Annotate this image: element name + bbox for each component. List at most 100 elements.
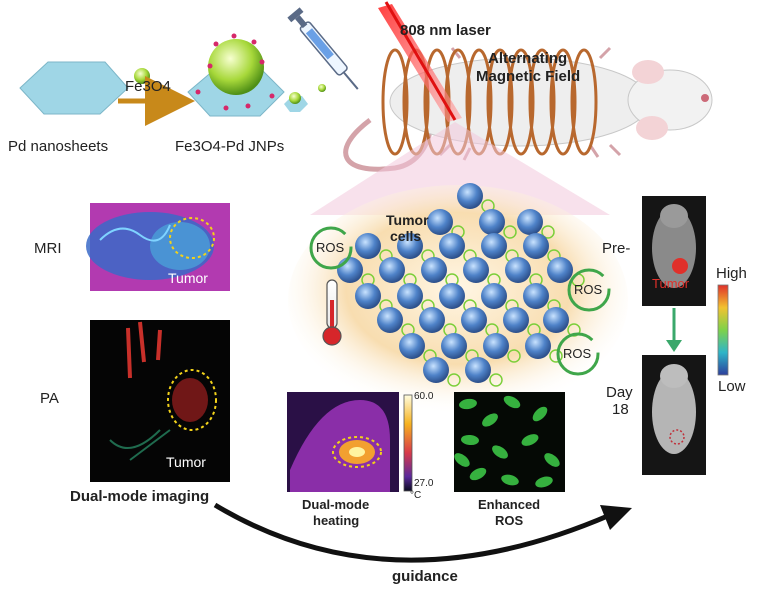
tumor-cell bbox=[419, 307, 445, 333]
guidance-label: guidance bbox=[392, 568, 458, 585]
tumor-cells-label-1: Tumor bbox=[386, 212, 429, 228]
imaging-section-label: Dual-mode imaging bbox=[70, 488, 210, 505]
tumor-cell bbox=[379, 257, 405, 283]
day-label-1: Day bbox=[606, 384, 633, 401]
tumor-cell bbox=[421, 257, 447, 283]
day-label-2: 18 bbox=[612, 401, 629, 418]
tumor-cells-cluster bbox=[337, 183, 585, 387]
tumor-cell bbox=[465, 357, 491, 383]
fluorescent-cell bbox=[482, 413, 498, 427]
fluorescent-cell bbox=[469, 467, 487, 481]
tumor-cell bbox=[441, 333, 467, 359]
field-label-line1: Alternating bbox=[488, 50, 568, 67]
fluorescent-cell bbox=[521, 434, 539, 446]
fluorescent-cell bbox=[461, 434, 479, 446]
ros-label-2: ROS bbox=[574, 282, 603, 297]
day18-tumor-outline bbox=[669, 429, 685, 445]
tumor-cell bbox=[427, 209, 453, 235]
fluorescent-cell bbox=[544, 453, 560, 467]
pre-label: Pre- bbox=[602, 240, 631, 257]
reagent-label: Fe3O4 bbox=[125, 78, 171, 95]
tumor-cell bbox=[397, 283, 423, 309]
tumor-cell bbox=[505, 257, 531, 283]
start-material-label: Pd nanosheets bbox=[8, 138, 109, 155]
tumor-cell bbox=[461, 307, 487, 333]
pa-tumor-label: Tumor bbox=[166, 454, 206, 470]
laser-label: 808 nm laser bbox=[400, 22, 491, 39]
tumor-cell bbox=[481, 233, 507, 259]
nanoparticle-marker bbox=[503, 225, 517, 239]
tumor-cells-label-2: cells bbox=[390, 228, 422, 244]
ros-ring-3 bbox=[556, 332, 600, 376]
tumor-cell bbox=[517, 209, 543, 235]
tumor-cell bbox=[397, 233, 423, 259]
pa-label: PA bbox=[40, 390, 59, 407]
nanoparticle-marker bbox=[541, 225, 555, 239]
ros-ring-1 bbox=[309, 226, 353, 270]
syringe-shape bbox=[287, 7, 359, 90]
tumor-cell bbox=[479, 209, 505, 235]
ros-label-1: ROS bbox=[316, 240, 345, 255]
tumor-cell bbox=[457, 183, 483, 209]
heating-label-2: heating bbox=[313, 513, 360, 528]
tumor-cell bbox=[525, 333, 551, 359]
tumor-cell bbox=[423, 357, 449, 383]
thermal-tumor-outline bbox=[332, 436, 382, 468]
tumor-cell bbox=[377, 307, 403, 333]
tumor-cell bbox=[523, 283, 549, 309]
scale-max-label: 60.0 bbox=[414, 391, 434, 402]
field-label-line2: Magnetic Field bbox=[476, 68, 581, 85]
product-label: Fe3O4-Pd JNPs bbox=[175, 138, 285, 155]
tumor-cell bbox=[547, 257, 573, 283]
nanoparticle-marker bbox=[447, 373, 461, 387]
scale-high-label: High bbox=[716, 265, 747, 282]
heating-label-1: Dual-mode bbox=[302, 497, 370, 512]
guidance-arrow bbox=[213, 502, 611, 563]
pd-dots bbox=[195, 33, 275, 111]
tumor-cell bbox=[481, 283, 507, 309]
tumor-cell bbox=[439, 233, 465, 259]
tumor-cell bbox=[543, 307, 569, 333]
scale-min-label: 27.0 bbox=[414, 478, 434, 489]
tumor-cell bbox=[439, 283, 465, 309]
scale-low-label: Low bbox=[718, 378, 746, 395]
fluorescent-cell bbox=[532, 406, 548, 422]
tumor-cell bbox=[483, 333, 509, 359]
pa-tumor-outline bbox=[167, 369, 217, 431]
thermometer-icon bbox=[322, 279, 342, 346]
scale-unit-label: °C bbox=[410, 490, 422, 501]
ros-panel-label-2: ROS bbox=[495, 513, 524, 528]
nanoparticle-marker bbox=[507, 349, 521, 363]
tumor-cell bbox=[355, 283, 381, 309]
nanoparticle-marker bbox=[489, 373, 503, 387]
mri-label: MRI bbox=[34, 240, 62, 257]
mri-tumor-outline bbox=[169, 217, 215, 259]
pre-tumor-label: Tumor bbox=[652, 276, 690, 291]
fluorescent-cell bbox=[503, 395, 521, 409]
fluorescent-cell bbox=[535, 476, 553, 488]
tumor-cell bbox=[503, 307, 529, 333]
nanoparticle-marker bbox=[567, 323, 581, 337]
fluorescent-cell bbox=[454, 453, 470, 467]
fluorescent-cell bbox=[492, 445, 508, 459]
tumor-cell bbox=[523, 233, 549, 259]
jnp-sphere bbox=[208, 39, 264, 95]
mri-tumor-label: Tumor bbox=[168, 270, 208, 286]
fluorescent-cell bbox=[459, 398, 477, 410]
ros-panel-label-1: Enhanced bbox=[478, 497, 541, 512]
tumor-cell bbox=[399, 333, 425, 359]
fluorescent-cell bbox=[501, 474, 519, 486]
pre-tumor-signal bbox=[672, 258, 688, 274]
signal-scale-bar bbox=[717, 284, 729, 376]
tumor-cell bbox=[463, 257, 489, 283]
ros-label-3: ROS bbox=[563, 346, 592, 361]
fluorescent-cells bbox=[454, 395, 560, 488]
tumor-cell bbox=[355, 233, 381, 259]
zoom-funnel bbox=[310, 122, 610, 215]
tumor-cell bbox=[337, 257, 363, 283]
ros-ring-2 bbox=[567, 268, 611, 312]
nanoparticle-marker bbox=[549, 349, 563, 363]
pd-nanosheet-shape bbox=[19, 61, 129, 115]
thermal-scale-bar bbox=[403, 394, 413, 492]
